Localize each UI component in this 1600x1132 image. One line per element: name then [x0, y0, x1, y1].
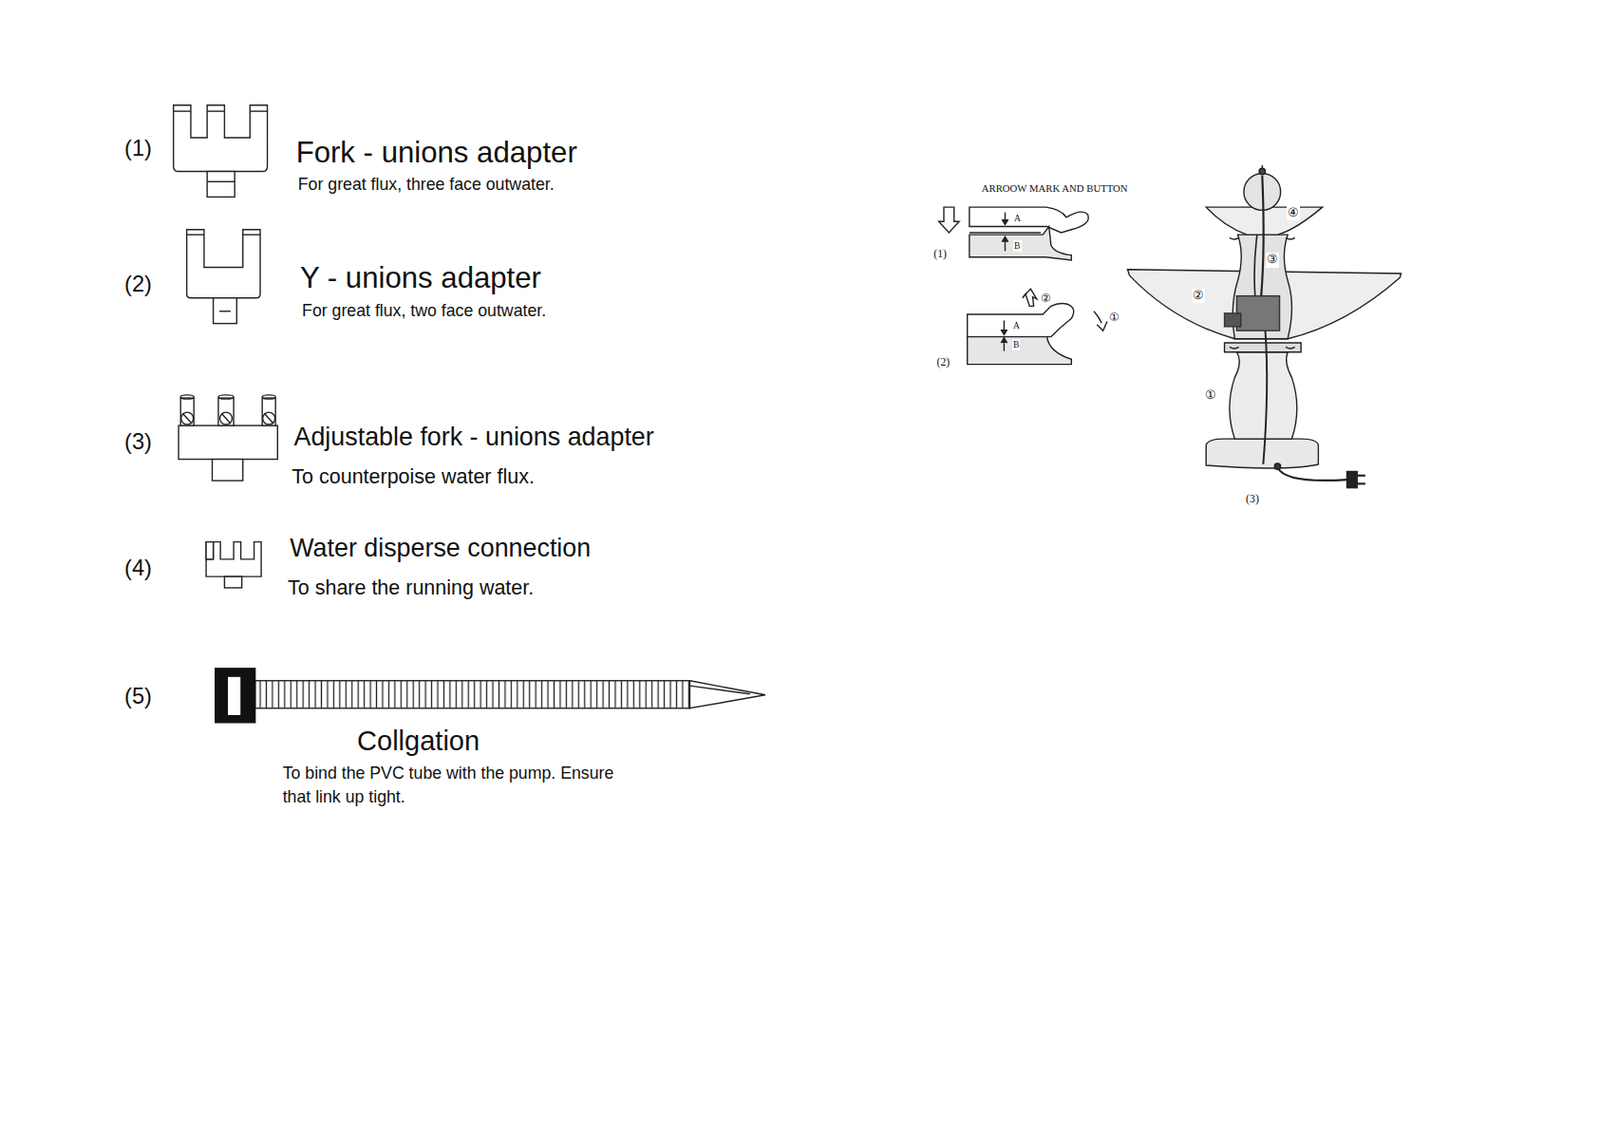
callout-number: ④ — [1286, 206, 1300, 221]
part-letter: B — [1012, 338, 1020, 351]
item-title: Collgation — [357, 724, 480, 758]
cable-tie-icon — [215, 668, 766, 723]
callout-number: ③ — [1265, 252, 1280, 267]
inset-closed — [939, 207, 1090, 261]
figure-number: (2) — [936, 355, 950, 369]
figure-number: (1) — [933, 246, 947, 261]
item-number: (2) — [124, 270, 152, 298]
fountain — [1127, 165, 1401, 489]
figure-number: (3) — [1245, 491, 1260, 506]
part-letter: A — [1013, 212, 1022, 225]
step-number: ① — [1108, 310, 1121, 324]
item-number: (4) — [124, 554, 152, 582]
fork-adapter-icon — [173, 105, 268, 198]
callout-number: ① — [1204, 388, 1218, 403]
item-number: (5) — [124, 682, 152, 710]
item-title: Fork - unions adapter — [296, 134, 578, 170]
item-number: (3) — [124, 428, 152, 455]
item-note: For great flux, three face outwater. — [298, 174, 555, 195]
part-letter: B — [1013, 240, 1021, 252]
disperse-connection-icon — [206, 542, 262, 588]
item-note: To counterpoise water flux. — [291, 465, 535, 490]
item-note: To bind the PVC tube with the pump. Ensu… — [282, 761, 621, 810]
adjustable-adapter-icon — [178, 395, 278, 481]
step-number: ② — [1039, 291, 1053, 305]
inset-heading: ARROOW MARK AND BUTTON — [981, 182, 1129, 195]
y-adapter-icon — [187, 229, 261, 324]
item-number: (1) — [124, 134, 152, 162]
callout-number: ② — [1191, 288, 1205, 303]
item-title: Water disperse connection — [289, 532, 591, 564]
part-letter: A — [1012, 320, 1021, 332]
item-note: For great flux, two face outwater. — [301, 301, 546, 321]
item-title: Adjustable fork - unions adapter — [293, 421, 654, 452]
item-title: Y - unions adapter — [300, 260, 542, 296]
inset-open — [967, 288, 1108, 365]
item-note: To share the running water. — [287, 576, 534, 602]
